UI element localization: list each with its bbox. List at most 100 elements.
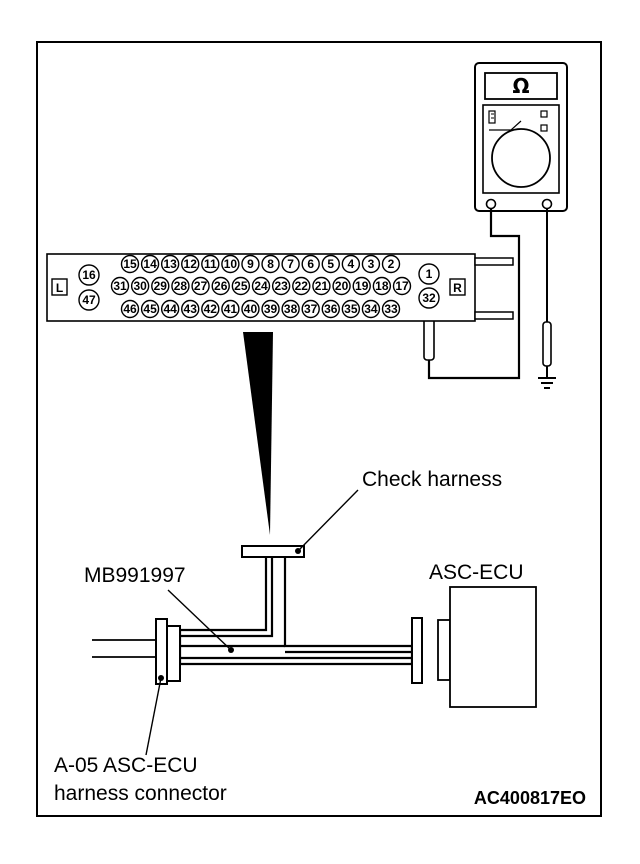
ohm-display: [484, 72, 558, 100]
svg-text:2: 2: [388, 257, 395, 271]
pin-29: 29: [151, 276, 170, 296]
pointer-wedge: [243, 332, 273, 535]
svg-text:28: 28: [174, 279, 188, 293]
svg-text:12: 12: [184, 257, 198, 271]
svg-text:18: 18: [375, 279, 389, 293]
svg-text:10: 10: [224, 257, 238, 271]
svg-text:42: 42: [204, 302, 218, 316]
right-side-marker: [449, 278, 466, 296]
connector-label-line1: A-05 ASC-ECU: [54, 754, 198, 777]
pin-15: 15: [120, 254, 140, 274]
pin-21: 21: [312, 276, 331, 296]
svg-text:1: 1: [426, 267, 433, 281]
svg-text:43: 43: [184, 302, 198, 316]
svg-text:39: 39: [264, 302, 278, 316]
pin-27: 27: [191, 276, 210, 296]
range-indicator: [488, 110, 496, 124]
svg-text:27: 27: [194, 279, 208, 293]
svg-text:16: 16: [82, 268, 96, 282]
svg-text:25: 25: [234, 279, 248, 293]
svg-text:35: 35: [344, 302, 358, 316]
svg-text:6: 6: [307, 257, 314, 271]
pin-31: 31: [110, 276, 130, 296]
svg-text:45: 45: [143, 302, 157, 316]
pin-2: 2: [381, 254, 401, 274]
pin-43: 43: [181, 299, 200, 319]
svg-text:34: 34: [364, 302, 378, 316]
svg-text:4: 4: [348, 257, 355, 271]
pin-18: 18: [372, 276, 392, 296]
svg-text:17: 17: [395, 279, 409, 293]
svg-text:40: 40: [244, 302, 258, 316]
probe-lead-black: [427, 209, 521, 380]
pin-23: 23: [271, 276, 291, 296]
svg-text:11: 11: [204, 257, 217, 271]
pin-14: 14: [140, 254, 160, 274]
svg-text:9: 9: [247, 257, 254, 271]
svg-text:20: 20: [335, 279, 349, 293]
pin-42: 42: [201, 299, 220, 319]
pin-46: 46: [120, 299, 140, 319]
pin-16: 16: [78, 264, 100, 286]
svg-text:47: 47: [82, 293, 96, 307]
leader-mb-tool: [167, 589, 232, 651]
pin-37: 37: [301, 299, 320, 319]
left-side-label: L: [56, 281, 63, 295]
ground-probe: [542, 321, 552, 367]
svg-text:41: 41: [224, 302, 238, 316]
pin-39: 39: [261, 299, 280, 319]
mb-tool-label: MB991997: [84, 564, 186, 587]
pin-7: 7: [281, 254, 300, 274]
svg-text:21: 21: [315, 279, 329, 293]
harness-end-right: [411, 617, 423, 684]
pin-1: 1: [418, 263, 440, 285]
right-side-label: R: [453, 281, 462, 295]
pin-19: 19: [352, 276, 371, 296]
pin-17: 17: [392, 276, 412, 296]
pin-34: 34: [361, 299, 381, 319]
svg-text:46: 46: [123, 302, 137, 316]
svg-text:26: 26: [214, 279, 228, 293]
pin-45: 45: [140, 299, 160, 319]
pin-41: 41: [221, 299, 240, 319]
svg-text:23: 23: [274, 279, 288, 293]
ground-icon: [538, 377, 556, 389]
pin-38: 38: [281, 299, 300, 319]
pin-44: 44: [160, 299, 180, 319]
svg-text:14: 14: [143, 257, 157, 271]
svg-text:31: 31: [113, 279, 127, 293]
pin-8: 8: [261, 254, 280, 274]
pin-probe: [423, 317, 435, 361]
pin-36: 36: [321, 299, 340, 319]
harness-assembly: [92, 545, 423, 685]
pin-25: 25: [231, 276, 251, 296]
pin-35: 35: [341, 299, 361, 319]
svg-text:37: 37: [304, 302, 318, 316]
ohmmeter: Ω: [474, 62, 568, 212]
pin-3: 3: [361, 254, 381, 274]
svg-text:5: 5: [327, 257, 334, 271]
svg-text:36: 36: [324, 302, 338, 316]
check-harness-plug: [241, 545, 305, 558]
pin-12: 12: [181, 254, 200, 274]
svg-text:32: 32: [422, 291, 436, 305]
pin-22: 22: [292, 276, 311, 296]
asc-ecu-label: ASC-ECU: [429, 561, 524, 584]
pin-40: 40: [241, 299, 260, 319]
svg-text:3: 3: [368, 257, 375, 271]
svg-text:13: 13: [163, 257, 177, 271]
figure-code: AC400817EO: [474, 788, 586, 808]
svg-text:24: 24: [254, 279, 268, 293]
pin-20: 20: [332, 276, 351, 296]
svg-text:30: 30: [133, 279, 147, 293]
com-terminal: [485, 198, 497, 210]
pin-47: 47: [78, 289, 100, 311]
pin-5: 5: [321, 254, 340, 274]
pin-4: 4: [341, 254, 361, 274]
svg-text:19: 19: [355, 279, 369, 293]
svg-text:7: 7: [287, 257, 294, 271]
figure-frame: [36, 41, 602, 817]
selector-dial: [491, 128, 551, 188]
